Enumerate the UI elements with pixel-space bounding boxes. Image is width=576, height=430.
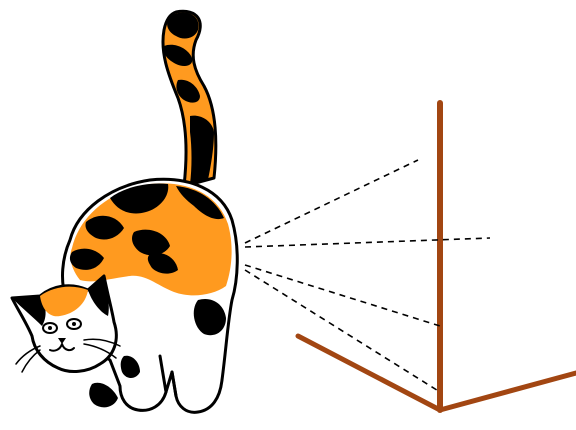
dashed-line-3: [245, 265, 440, 326]
right-ground-beam: [440, 373, 576, 410]
brown-corner-pole: [298, 103, 576, 410]
cat-tail: [163, 11, 216, 186]
cat-head: [12, 276, 120, 372]
dashed-sight-lines: [245, 160, 490, 392]
dashed-line-1: [245, 160, 418, 243]
dashed-line-2: [245, 238, 490, 247]
dashed-line-4: [245, 270, 440, 392]
calico-cat-illustration: [12, 11, 237, 412]
